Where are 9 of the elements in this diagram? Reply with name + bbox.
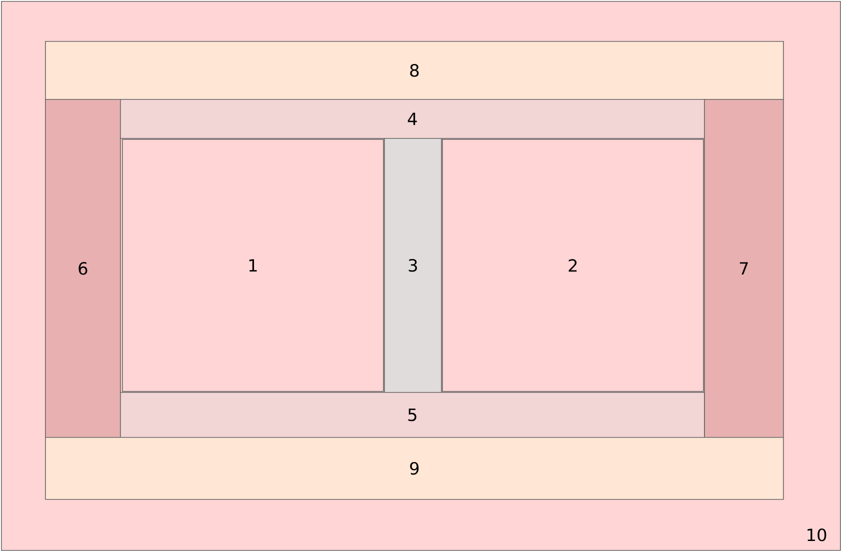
box: 8	[45, 41, 784, 100]
box: 3	[384, 138, 442, 393]
box: 4	[120, 99, 705, 139]
box: 9	[45, 436, 784, 500]
box: 7	[704, 99, 784, 438]
box: 6	[45, 99, 121, 438]
box: 5	[120, 392, 705, 438]
box: 2	[442, 138, 704, 392]
box: 1	[122, 138, 384, 392]
